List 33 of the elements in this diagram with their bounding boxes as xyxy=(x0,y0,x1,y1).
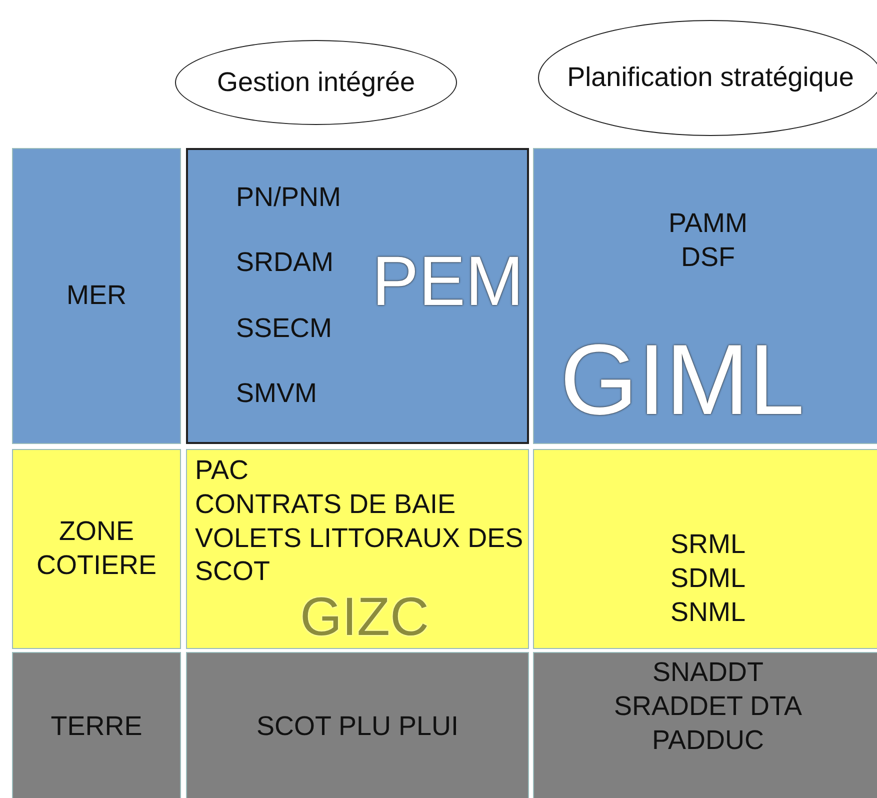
cell-text: SRML xyxy=(670,528,746,562)
cell-text: ZONE COTIERE xyxy=(35,515,158,582)
cell-text: MER xyxy=(66,279,126,312)
cell-text: SSECM xyxy=(236,312,332,345)
cell-text: SRDAM xyxy=(236,246,334,280)
cell-text: PAMM xyxy=(668,207,748,240)
table-cell xyxy=(186,652,529,798)
table-cell xyxy=(533,449,877,649)
row-header-cell xyxy=(12,148,181,444)
table-cell xyxy=(533,652,877,798)
cell-text: PN/PNM xyxy=(236,180,342,214)
cell-text: SMVM xyxy=(236,377,317,410)
cell-text: CONTRATS DE BAIE xyxy=(195,488,456,521)
row-header-cell xyxy=(12,652,181,798)
cell-text: VOLETS LITTORAUX DES SCOT xyxy=(195,522,524,588)
table-cell xyxy=(186,449,529,649)
header-label: Planification stratégique xyxy=(567,61,854,94)
cell-text: PAC xyxy=(195,454,249,487)
cell-text: SDML xyxy=(670,562,746,596)
cell-text: SRADDET DTA xyxy=(614,690,802,724)
cell-text: TERRE xyxy=(50,710,142,744)
cell-text: PADDUC xyxy=(652,724,764,757)
overlay-label: PEM xyxy=(372,246,524,316)
overlay-label: GIML xyxy=(560,330,804,430)
overlay-label: GIZC xyxy=(300,590,429,644)
cell-text: SNADDT xyxy=(652,656,764,690)
cell-text: DSF xyxy=(681,241,735,274)
header-label: Gestion intégrée xyxy=(216,66,416,99)
row-header-cell xyxy=(12,449,181,649)
cell-text: SCOT PLU PLUI xyxy=(256,710,459,744)
table-cell xyxy=(186,148,529,444)
cell-text: SNML xyxy=(670,596,746,629)
table-cell xyxy=(533,148,877,444)
